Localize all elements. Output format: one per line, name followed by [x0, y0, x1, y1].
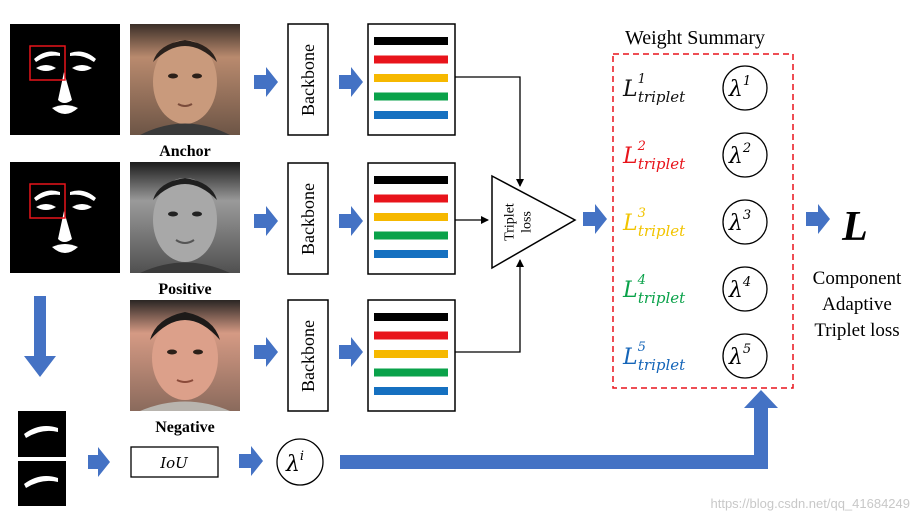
region-highlight-box [29, 45, 66, 81]
backbone-box-1: Backbone [287, 23, 329, 136]
svg-text:Backbone: Backbone [298, 320, 318, 392]
negative-face-photo [130, 300, 240, 411]
lambda-i-circle: λi [276, 438, 324, 486]
arrow-crop-iou [88, 447, 110, 477]
svg-text:λi: λi [285, 449, 304, 477]
arrow-backbone-features-3 [339, 337, 363, 367]
svg-text:Backbone: Backbone [298, 44, 318, 116]
iou-box: IoU [130, 446, 219, 478]
triplet-loss-block: Triplet loss [491, 174, 577, 270]
backbone-box-3: Backbone [287, 299, 329, 412]
lambda-weight: λ2 [728, 141, 751, 169]
feature-stripe-3 [374, 350, 448, 358]
feature-stripe-3 [374, 74, 448, 82]
lambda-weight: λ5 [728, 342, 751, 370]
lambda-circle [722, 266, 768, 312]
feature-boxes [367, 23, 456, 412]
feature-stripe-5 [374, 387, 448, 395]
lambda-weight: λ3 [728, 208, 751, 236]
positive-label: Positive [158, 281, 211, 298]
region-highlight-box [29, 183, 66, 219]
output-label-line2: Adaptive [822, 294, 892, 315]
positive-mask [10, 162, 120, 273]
feature-stripe-1 [374, 37, 448, 45]
feature-stripe-2 [374, 331, 448, 340]
arrow-iou-lambda [239, 446, 263, 476]
feature-stripe-5 [374, 111, 448, 119]
anchor-face-photo [130, 24, 240, 135]
arrow-photo-backbone-1 [254, 67, 278, 97]
feature-stripe-1 [374, 176, 448, 184]
arrow-summary-output [806, 204, 830, 234]
weight-summary-title: Weight Summary [625, 27, 765, 49]
lambda-circle [722, 132, 768, 178]
feature-stripe-3 [374, 213, 448, 221]
negative-label: Negative [155, 419, 215, 436]
arrow-photo-backbone-3 [254, 337, 278, 367]
output-label-line3: Triplet loss [814, 320, 899, 341]
connector-negative [455, 259, 524, 353]
feature-stripe-4 [374, 231, 448, 240]
down-arrow [24, 296, 56, 377]
arrow-lambda-feedback [340, 390, 778, 469]
feature-stripe-2 [374, 55, 448, 64]
feature-stripe-4 [374, 368, 448, 377]
arrow-triplet-summary [583, 204, 607, 234]
connector-anchor [455, 76, 524, 187]
lambda-circle [722, 65, 768, 111]
lambda-circle [722, 333, 768, 379]
feature-stripe-2 [374, 194, 448, 203]
loss-symbol: L [841, 204, 868, 250]
feature-stripe-1 [374, 313, 448, 321]
blue-arrows [88, 67, 830, 477]
lambda-circle [722, 199, 768, 245]
anchor-label: Anchor [159, 143, 211, 160]
arrow-backbone-features-1 [339, 67, 363, 97]
feature-box-1 [367, 23, 456, 136]
anchor-mask [10, 24, 120, 135]
triplet-connectors [455, 76, 524, 353]
svg-text:IoU: IoU [159, 454, 189, 472]
lambda-weight: λ1 [728, 74, 751, 102]
eyebrow-crop-1 [18, 411, 66, 457]
weight-summary-frame [612, 53, 794, 389]
svg-text:loss: loss [520, 211, 535, 233]
backbone-box-2: Backbone [287, 162, 329, 275]
output-label-line1: Component [813, 268, 902, 289]
feature-box-2 [367, 162, 456, 275]
arrow-backbone-features-2 [339, 206, 363, 236]
watermark: https://blog.csdn.net/qq_41684249 [711, 496, 911, 511]
positive-face-photo [130, 162, 240, 273]
lambda-weight: λ4 [728, 275, 751, 303]
arrow-photo-backbone-2 [254, 206, 278, 236]
svg-text:Triplet: Triplet [503, 203, 518, 241]
feature-box-3 [367, 299, 456, 412]
svg-text:Backbone: Backbone [298, 183, 318, 255]
feature-stripe-5 [374, 250, 448, 258]
feature-stripe-4 [374, 92, 448, 101]
eyebrow-crop-2 [18, 461, 66, 506]
